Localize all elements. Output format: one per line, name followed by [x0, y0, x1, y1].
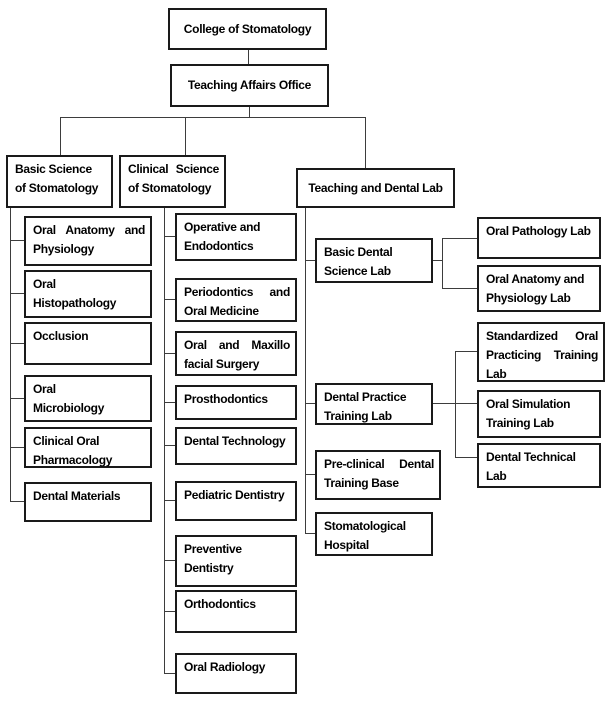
connector-stub: [305, 260, 315, 261]
connector-office-drop: [249, 107, 250, 118]
connector-stub: [433, 260, 442, 261]
connector-stub: [10, 240, 24, 241]
connector-drop-clinical-science: [185, 118, 186, 155]
connector-spine-teaching-lab: [305, 208, 306, 534]
connector-spine-basic-science: [10, 208, 11, 502]
node-oral-radiology: Oral Radiology: [175, 653, 297, 694]
node-label: Teaching and Dental Lab: [308, 180, 443, 195]
connector-stub: [164, 673, 175, 674]
node-label: Prosthodontics: [184, 392, 268, 406]
node-label: Pediatric Dentistry: [184, 488, 285, 502]
connector-stub: [10, 501, 24, 502]
connector-stub: [10, 398, 24, 399]
node-label: Oral Pathology Lab: [486, 224, 591, 238]
connector-stub: [164, 500, 175, 501]
node-label: Teaching Affairs Office: [187, 78, 312, 92]
node-dental-materials: Dental Materials: [24, 482, 152, 522]
connector-stub: [442, 288, 477, 289]
connector-stub: [164, 402, 175, 403]
connector-stub: [455, 457, 477, 458]
connector-stub: [442, 238, 477, 239]
node-dental-technical-lab: Dental Technical Lab: [477, 443, 601, 488]
connector-stub: [164, 353, 175, 354]
connector-stub: [10, 293, 24, 294]
connector-drop-teaching-lab: [365, 118, 366, 168]
connector-college-to-office: [248, 50, 249, 64]
node-college-of-stomatology: College of Stomatology: [168, 8, 327, 50]
node-label: Dental Technology: [184, 434, 286, 448]
connector-stub: [305, 533, 315, 534]
node-orthodontics: Orthodontics: [175, 590, 297, 633]
connector-stub: [164, 445, 175, 446]
connector-stub: [455, 351, 477, 352]
connector-stub: [305, 403, 315, 404]
node-label: Oral Radiology: [184, 660, 266, 674]
connector-drop-basic-science: [60, 118, 61, 155]
node-label: Dental Materials: [33, 489, 121, 503]
connector-bracket-dental-practice: [455, 351, 456, 457]
node-teaching-and-dental-lab: Teaching and Dental Lab: [296, 168, 455, 208]
connector-spine-clinical-science: [164, 208, 165, 673]
node-dental-technology: Dental Technology: [175, 427, 297, 465]
connector-stub: [164, 560, 175, 561]
node-prosthodontics: Prosthodontics: [175, 385, 297, 420]
node-occlusion: Occlusion: [24, 322, 152, 365]
connector-stub: [10, 343, 24, 344]
connector-stub: [164, 611, 175, 612]
connector-bracket-basic-dental: [442, 238, 443, 289]
connector-stub: [164, 299, 175, 300]
node-teaching-affairs-office: Teaching Affairs Office: [170, 64, 329, 107]
node-pediatric-dentistry: Pediatric Dentistry: [175, 481, 297, 521]
connector-main-horizontal: [60, 117, 366, 118]
node-label: College of Stomatology: [183, 21, 312, 36]
connector-stub: [305, 474, 315, 475]
node-label: Occlusion: [33, 329, 89, 343]
connector-stub: [164, 236, 175, 237]
connector-stub: [10, 447, 24, 448]
node-label: Dental Technical Lab: [486, 450, 576, 483]
node-label: Orthodontics: [184, 597, 256, 611]
node-oral-pathology-lab: Oral Pathology Lab: [477, 217, 601, 259]
